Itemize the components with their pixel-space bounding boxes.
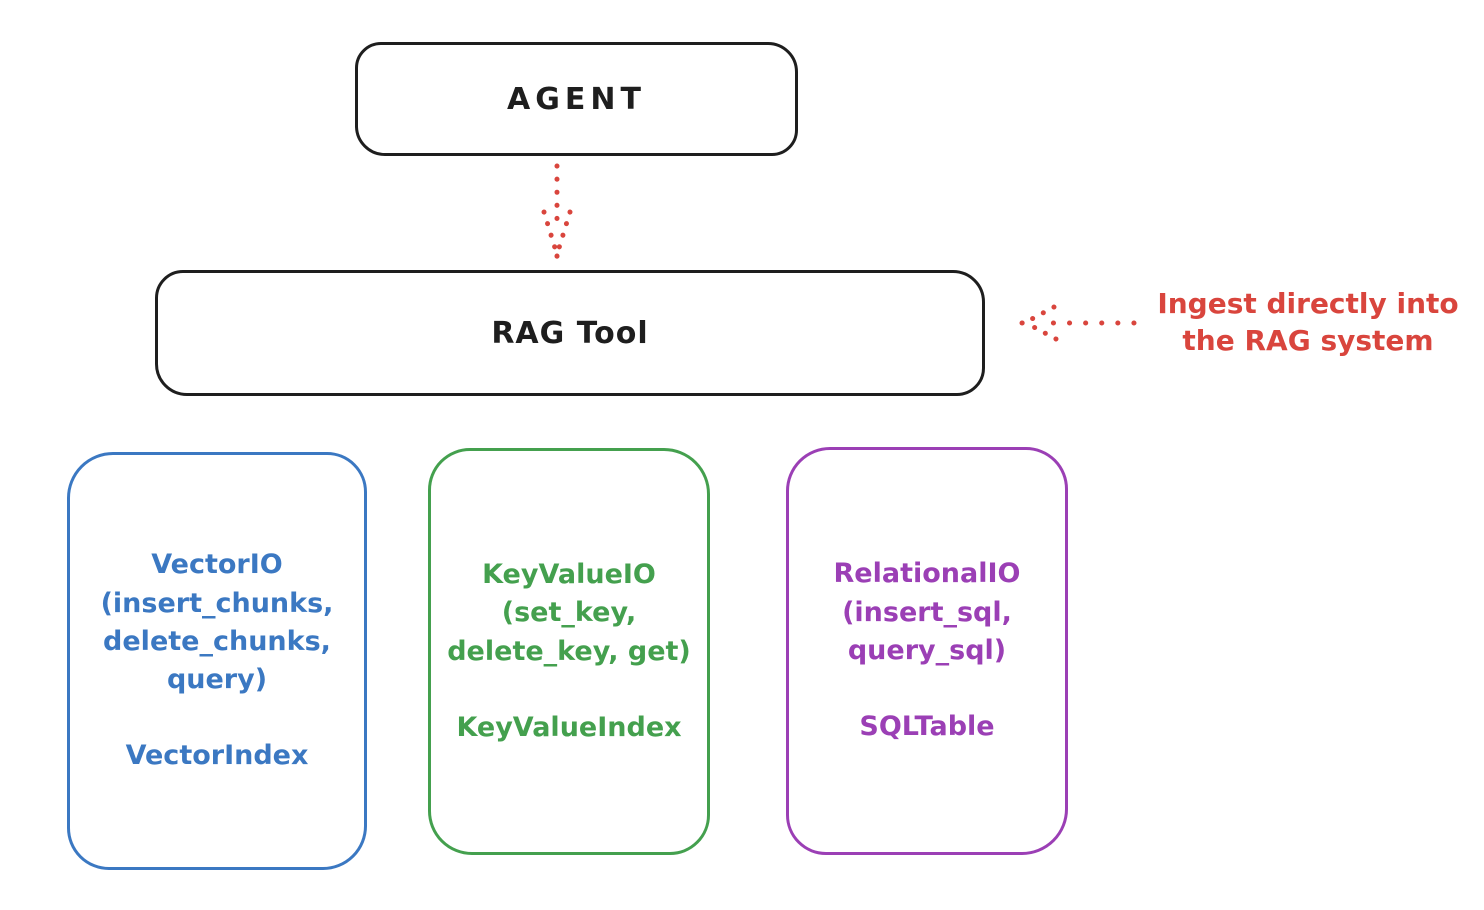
vector-io-line-3: delete_chunks, (103, 625, 331, 657)
node-vector-io: VectorIO (insert_chunks, delete_chunks, … (67, 452, 367, 870)
node-relational-io: RelationalIO (insert_sql, query_sql) SQL… (786, 447, 1068, 855)
annotation-line-1: Ingest directly into (1157, 287, 1459, 320)
sql-table-label: SQLTable (859, 711, 995, 743)
vector-io-line-1: VectorIO (151, 549, 283, 581)
key-value-io-line-2: (set_key, (501, 597, 637, 629)
relational-io-line-1: RelationalIO (833, 558, 1021, 590)
node-rag-tool: RAG Tool (155, 270, 985, 396)
key-value-io-line-1: KeyValueIO (482, 558, 656, 590)
relational-io-line-3: query_sql) (847, 635, 1007, 666)
vector-io-line-4: query) (166, 664, 268, 696)
annotation-line-2: the RAG system (1182, 323, 1434, 357)
node-agent: AGENT (355, 42, 798, 156)
node-agent-label: AGENT (507, 81, 646, 117)
key-value-io-line-3: delete_key, get) (447, 635, 691, 667)
node-rag-tool-label: RAG Tool (491, 315, 649, 351)
node-key-value-io: KeyValueIO (set_key, delete_key, get) Ke… (428, 448, 710, 855)
relational-io-line-2: (insert_sql, (842, 596, 1012, 628)
key-value-io-title: KeyValueIO (set_key, delete_key, get) (447, 556, 691, 671)
dashed-arrow-left-icon (1019, 304, 1137, 342)
annotation-ingest-note: Ingest directly into the RAG system (1138, 286, 1478, 360)
relational-io-title: RelationalIO (insert_sql, query_sql) (834, 555, 1021, 670)
vector-io-line-2: (insert_chunks, (100, 587, 334, 619)
vector-index-label: VectorIndex (125, 740, 309, 772)
key-value-index-label: KeyValueIndex (456, 711, 682, 743)
vector-io-title: VectorIO (insert_chunks, delete_chunks, … (101, 546, 334, 699)
dashed-arrow-down-icon (541, 163, 573, 259)
